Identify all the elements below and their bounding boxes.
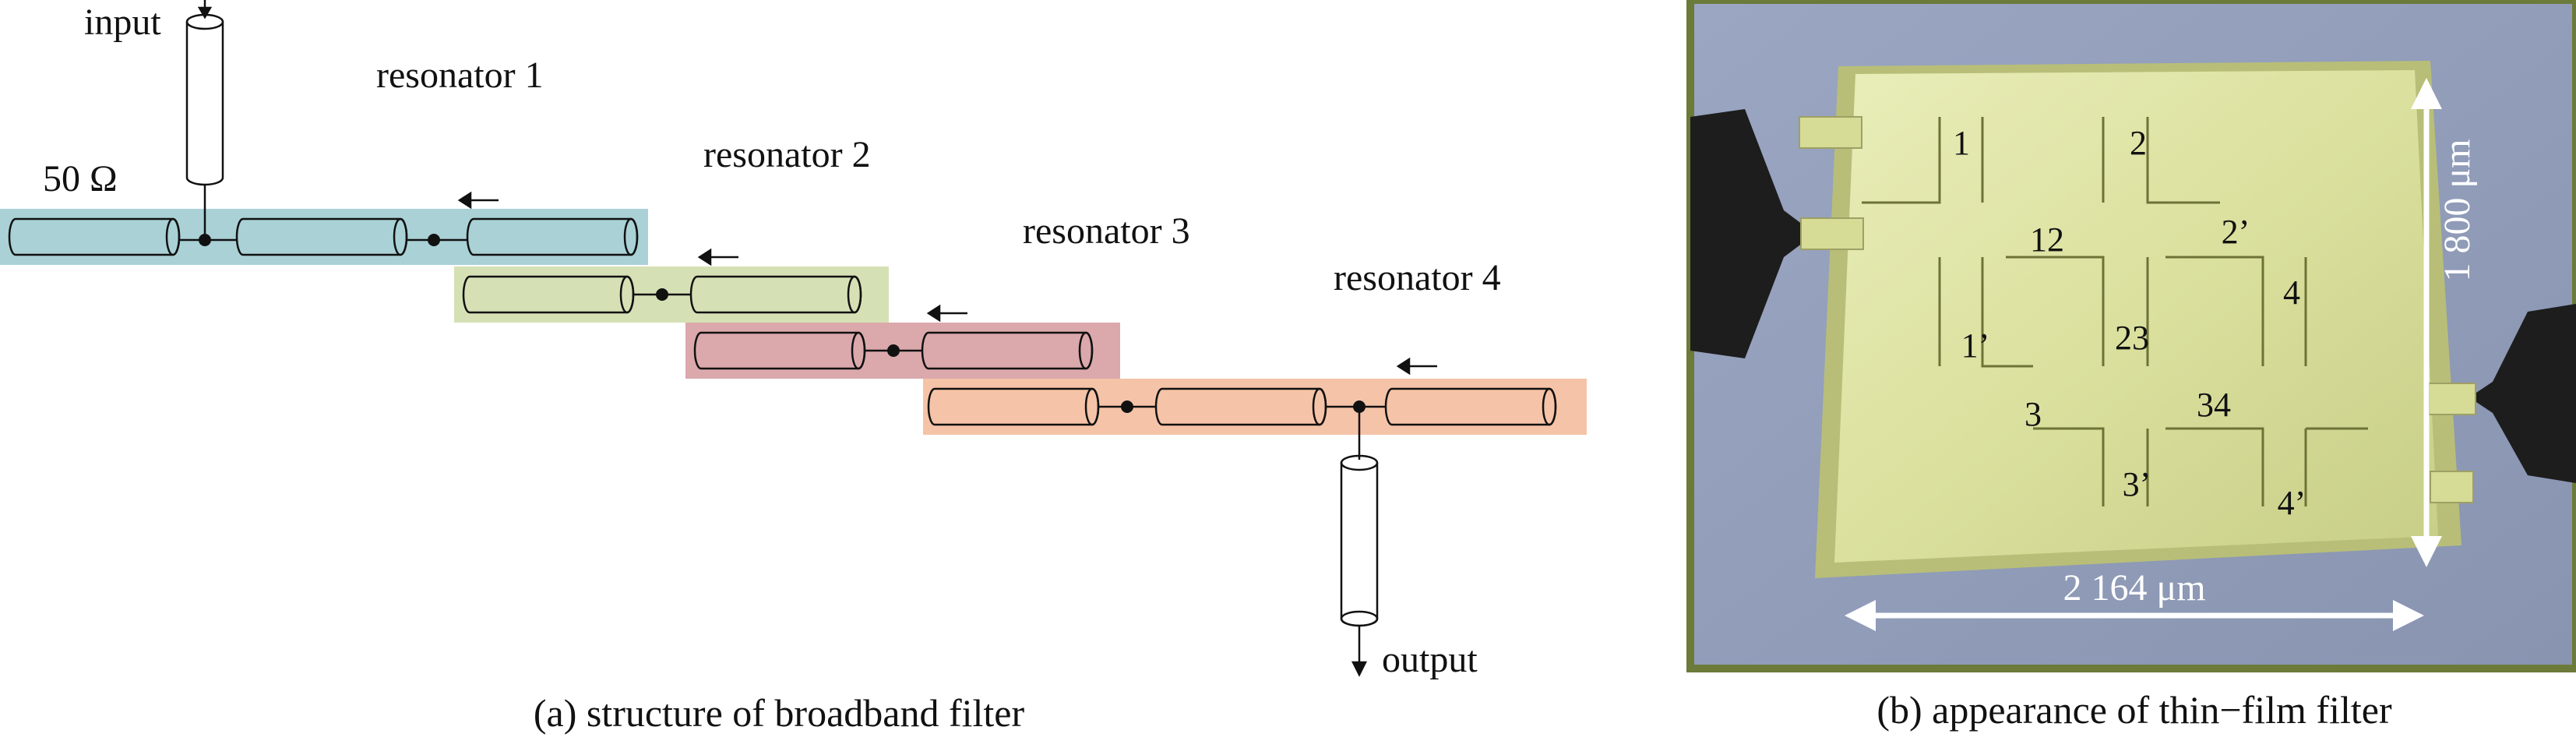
pad-label: 23	[2115, 319, 2149, 357]
coupling-arrows	[457, 191, 1437, 376]
resonator-slot	[2033, 427, 2105, 506]
width-dimension-arrow	[1845, 600, 2424, 631]
upper-side-tab	[1799, 116, 1862, 149]
coupling-arrow	[457, 191, 499, 210]
resonator-2-label: resonator 2	[703, 134, 871, 175]
pad-label: 2	[2130, 124, 2147, 162]
lower-side-tab	[2430, 471, 2474, 503]
panel-a-structure: input 50 Ω resonator 1 resonator 2 reson…	[0, 0, 1587, 735]
resonator-slot	[2165, 256, 2264, 366]
junction-dot	[199, 234, 211, 246]
coupling-arrow	[926, 304, 967, 323]
resonator-3-coax	[693, 331, 1094, 370]
output-coax	[1340, 454, 1379, 677]
pad-label: 34	[2197, 386, 2231, 424]
chip	[1815, 61, 2461, 578]
panel-b-caption: (b) appearance of thin−film filter	[1876, 688, 2392, 732]
coupling-arrow	[697, 248, 738, 266]
resonator-slot	[1862, 117, 1941, 204]
pad-label: 3’	[2123, 465, 2151, 503]
height-dimension-arrow	[2411, 78, 2442, 567]
resonator-slot	[2146, 117, 2220, 204]
pad-label: 12	[2030, 221, 2064, 259]
output-label: output	[1382, 639, 1478, 680]
junction-dot	[428, 234, 440, 246]
pad-label: 1	[1953, 124, 1970, 162]
junction-dot	[1353, 400, 1366, 413]
junction-dot	[656, 288, 668, 301]
input-feed	[1800, 217, 1864, 250]
panel-a-caption: (a) structure of broadband filter	[534, 691, 1025, 735]
resonator-4-label: resonator 4	[1334, 257, 1501, 298]
junction-dot	[887, 344, 900, 357]
resonator-1-coax	[8, 217, 639, 256]
resonator-slot	[2165, 427, 2264, 506]
right-probe	[2469, 304, 2576, 483]
resonator-1-band	[0, 209, 648, 265]
resonator-4-coax	[927, 387, 1557, 460]
pad-label: 3	[2025, 395, 2042, 433]
output-feed	[2428, 383, 2476, 415]
resonator-slot	[1981, 257, 2033, 368]
resonator-4-band	[923, 379, 1587, 435]
input-coax	[185, 0, 224, 240]
pad-label: 4	[2283, 273, 2300, 312]
height-dimension-label: 1 800 μm	[2437, 139, 2478, 281]
pad-label: 2’	[2222, 213, 2250, 251]
left-probe	[1690, 109, 1815, 358]
width-dimension-label: 2 164 μm	[2063, 567, 2205, 609]
resonator-2-coax	[462, 275, 862, 314]
pad-label: 1’	[1961, 326, 1990, 365]
panel-b-photo: 1 2 2’ 12 4 1’ 23 3 34 3’ 4’ 1 800 μm 2 …	[1686, 0, 2576, 732]
resonator-3-label: resonator 3	[1023, 210, 1190, 252]
resonator-1-label: resonator 1	[376, 55, 544, 96]
resonator-slot	[2006, 256, 2105, 366]
junction-dot	[1121, 400, 1133, 413]
junction-dots	[199, 234, 1366, 413]
impedance-label: 50 Ω	[43, 158, 118, 199]
resonator-slots	[1862, 117, 2368, 506]
pad-label: 4’	[2278, 484, 2306, 522]
input-label: input	[84, 2, 161, 43]
coupling-arrow	[1396, 357, 1437, 376]
